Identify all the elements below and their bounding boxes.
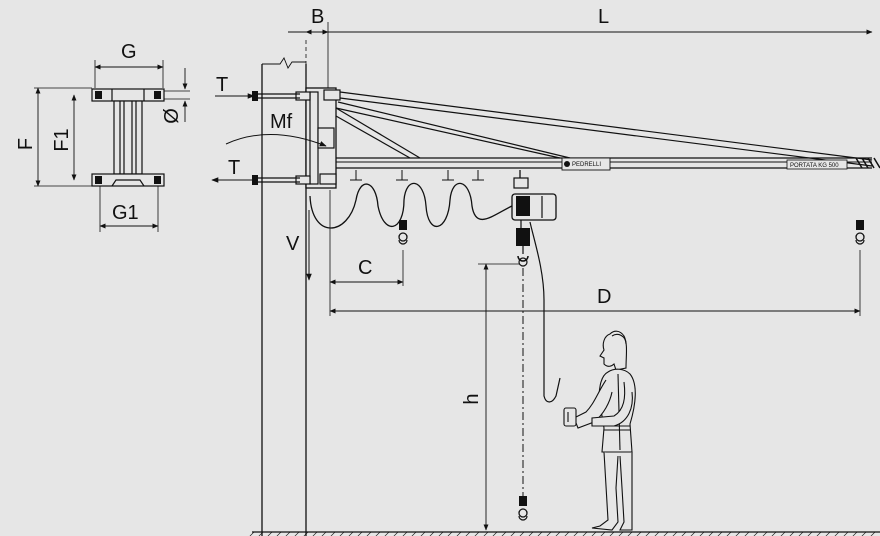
label-b: B [311, 6, 324, 28]
bracket-web [113, 100, 143, 175]
label-v: V [286, 233, 300, 255]
label-mf: Mf [270, 111, 293, 133]
jib-arm [335, 91, 880, 171]
hook-far [855, 220, 865, 245]
label-c: C [358, 257, 372, 279]
label-diameter: Ø [161, 108, 183, 124]
electric-hoist [511, 170, 561, 403]
operator-figure [563, 330, 636, 531]
label-t-bottom: T [228, 157, 240, 179]
label-l: L [598, 6, 609, 28]
bracket-detail [34, 60, 190, 232]
label-f: F [15, 138, 37, 150]
label-d: D [597, 286, 611, 308]
brand-label: PEDRELLI [572, 162, 601, 168]
hook-lowered [518, 496, 528, 521]
moment-arrow [225, 133, 327, 147]
label-g1: G1 [112, 202, 139, 224]
hook-near [398, 220, 408, 245]
label-h: h [461, 393, 483, 404]
ground-line [249, 531, 880, 536]
festoon-cable [309, 170, 517, 229]
bracket-top-plate [91, 88, 165, 102]
label-f1: F1 [51, 128, 73, 151]
capacity-label: PORTATA KG 500 [790, 163, 839, 169]
wall-mount [252, 87, 341, 189]
label-g: G [121, 41, 137, 63]
label-t-top: T [216, 74, 228, 96]
